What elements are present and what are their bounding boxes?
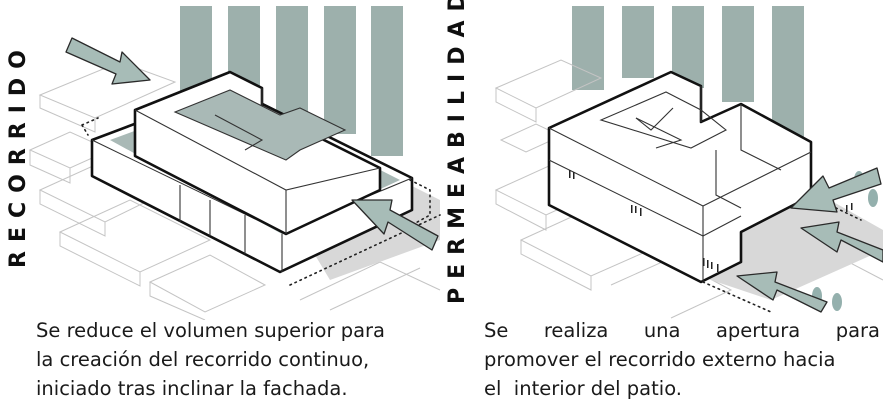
caption-line: la creación del recorrido continuo, (36, 348, 370, 371)
dotted-outline-left (81, 117, 99, 136)
caption-line: promover el recorrido externo hacia (484, 348, 836, 371)
caption-line: Se reduce el volumen superior para (36, 319, 385, 342)
panel-title: PERMEABILIDAD (445, 0, 470, 304)
panel-permeabilidad: PERMEABILIDAD Se realiza una apertura pa… (441, 0, 883, 411)
permeabilidad-diagram (494, 6, 883, 319)
arrow-south (736, 271, 828, 313)
recorrido-diagram (28, 6, 441, 320)
arrow-east-lower (800, 221, 883, 263)
caption-line: iniciado tras inclinar la fachada. (36, 377, 348, 400)
arrow-entry-bottom (351, 199, 439, 251)
panel-caption: Se reduce el volumen superior para la cr… (36, 316, 432, 403)
arrow-entry-top (65, 37, 151, 85)
dotted-outline-right (409, 179, 431, 226)
caption-line: Se realiza una apertura para (484, 319, 880, 342)
panel-recorrido: RECORRIDO Se reduce el volumen superior … (0, 0, 441, 411)
people-figures (569, 170, 853, 272)
panel-title: RECORRIDO (6, 41, 31, 268)
caption-line: el interior del patio. (484, 377, 682, 400)
upper-volume (133, 70, 382, 236)
main-volume (547, 70, 813, 284)
vertical-bars (180, 6, 403, 156)
panel-caption: Se realiza una apertura para promover el… (484, 316, 880, 403)
arrow-east-upper (790, 167, 882, 213)
